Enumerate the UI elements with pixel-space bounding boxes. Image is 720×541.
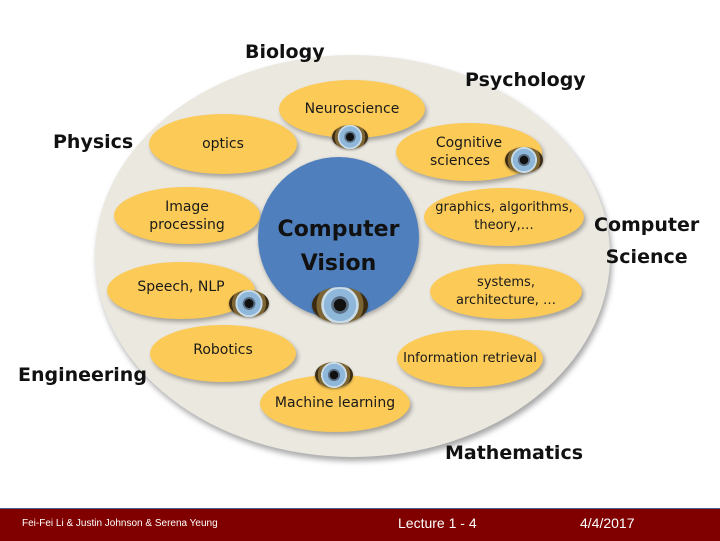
bubble-neuroscience-label: Neuroscience bbox=[304, 101, 400, 117]
eye-icon bbox=[315, 362, 353, 388]
bubble-systems-line2: architecture, … bbox=[456, 292, 556, 308]
slide-footer: Fei-Fei Li & Justin Johnson & Serena Yeu… bbox=[0, 508, 720, 541]
field-label-physics: Physics bbox=[53, 131, 134, 153]
bubble-graphics-line1: graphics, algorithms, bbox=[435, 200, 573, 215]
core-title-line1: Computer bbox=[277, 217, 400, 242]
bubble-neuroscience: Neuroscience bbox=[279, 80, 425, 138]
bubble-systems-architecture: systems, architecture, … bbox=[430, 264, 582, 319]
field-label-biology: Biology bbox=[245, 41, 325, 63]
eye-icon bbox=[505, 147, 543, 173]
field-label-engineering: Engineering bbox=[18, 364, 147, 386]
core-title: Computer Vision bbox=[258, 213, 419, 281]
core-title-line2: Vision bbox=[300, 251, 377, 276]
bubble-cognitive-line2: sciences bbox=[430, 153, 490, 169]
bubble-image-processing-line1: Image bbox=[165, 198, 209, 215]
bubble-information-retrieval-label: Information retrieval bbox=[403, 350, 537, 366]
field-label-computer-science: Computer Science bbox=[594, 213, 699, 269]
field-label-mathematics: Mathematics bbox=[445, 442, 584, 464]
bubble-information-retrieval: Information retrieval bbox=[397, 330, 543, 387]
bubble-cognitive-line1: Cognitive bbox=[435, 135, 503, 151]
footer-lecture: Lecture 1 - 4 bbox=[398, 515, 477, 531]
bubble-graphics-algorithms: graphics, algorithms, theory,… bbox=[424, 188, 584, 246]
bubble-graphics-line2: theory,… bbox=[474, 218, 534, 233]
field-label-psychology: Psychology bbox=[465, 69, 586, 91]
footer-authors: Fei-Fei Li & Justin Johnson & Serena Yeu… bbox=[22, 518, 218, 529]
field-label-computer-science-line2: Science bbox=[605, 246, 688, 268]
bubble-optics: optics bbox=[149, 114, 297, 174]
bubble-systems-line1: systems, bbox=[477, 274, 535, 290]
eye-icon bbox=[312, 287, 368, 323]
bubble-robotics: Robotics bbox=[150, 325, 296, 382]
bubble-optics-label: optics bbox=[202, 136, 244, 152]
bubble-machine-learning: Machine learning bbox=[260, 375, 410, 432]
eye-icon bbox=[332, 125, 368, 149]
bubble-robotics-label: Robotics bbox=[193, 341, 253, 358]
field-label-computer-science-line1: Computer bbox=[594, 214, 700, 236]
bubble-image-processing-line2: processing bbox=[149, 216, 225, 233]
bubble-speech-nlp-label: Speech, NLP bbox=[137, 278, 225, 295]
bubble-machine-learning-label: Machine learning bbox=[274, 394, 396, 411]
footer-date: 4/4/2017 bbox=[580, 515, 635, 531]
eye-icon bbox=[229, 290, 269, 317]
